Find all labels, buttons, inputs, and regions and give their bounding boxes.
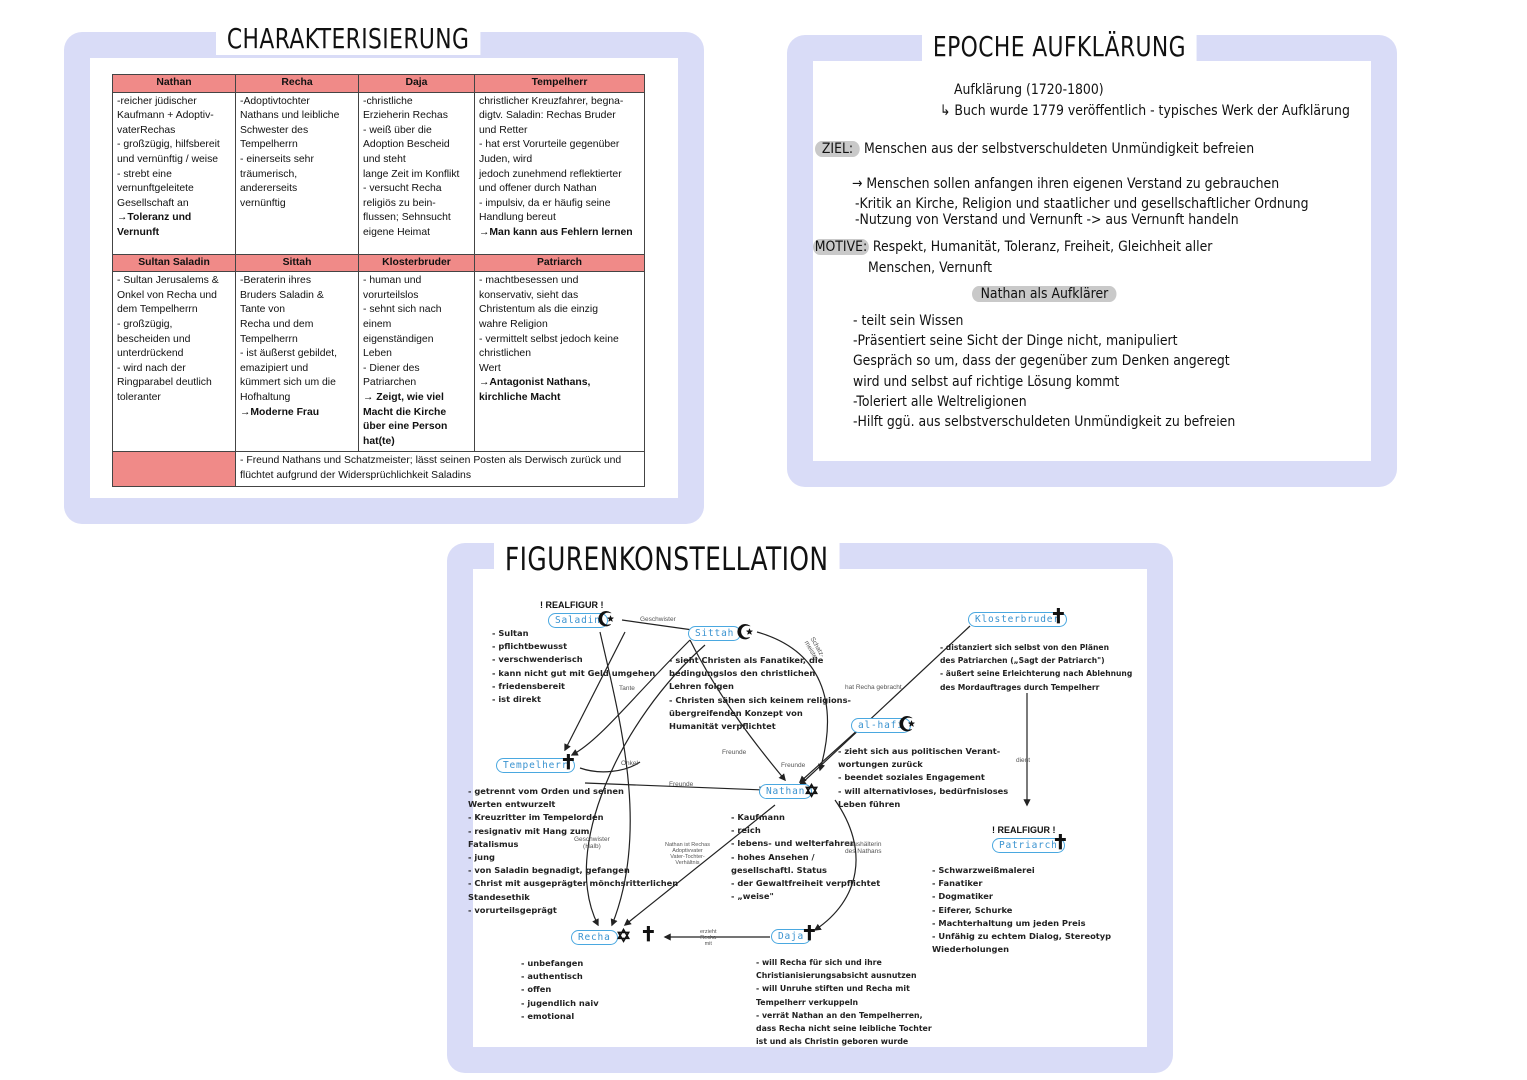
saladin-notes: - Sultan - pflichtbewusst - verschwender… <box>492 628 656 705</box>
cell-daja: -christliche Erzieherin Rechas - weiß üb… <box>358 91 475 255</box>
rel-geschwister: Geschwister <box>640 616 676 623</box>
node-saladin[interactable]: Saladin <box>548 613 608 628</box>
epoch-period: Aufklärung (1720-1800) <box>954 82 1104 98</box>
crescent-star-icon: ☪ <box>597 609 615 631</box>
header-klosterbruder: Klosterbruder <box>358 253 475 273</box>
rel-nathan-recha: Nathan ist Rechas Adoptivvater Vater-Toc… <box>665 842 710 866</box>
goal-text: Menschen aus der selbstverschuldeten Unm… <box>863 141 1255 157</box>
cell-klosterbruder: - human und vorurteilslos - sehnt sich n… <box>358 271 475 453</box>
patriarch-realfigur-label: ! REALFIGUR ! <box>992 825 1056 835</box>
cell-alhafi: - Freund Nathans und Schatzmeister; läss… <box>235 451 645 487</box>
crescent-star-icon: ☪ <box>898 714 916 736</box>
nathan-point-6: -Hilft ggü. aus selbstverschuldeten Unmü… <box>853 414 1236 430</box>
rel-erzieht-recha: erzieht Recha mit <box>700 929 717 947</box>
epoch-bullet-3: -Nutzung von Verstand und Vernunft -> au… <box>855 212 1239 228</box>
node-nathan[interactable]: Nathan <box>759 784 813 799</box>
header-daja: Daja <box>358 74 475 93</box>
node-alhafi[interactable]: al-hafi <box>851 718 911 733</box>
node-sittah[interactable]: Sittah <box>688 626 742 641</box>
cross-icon: ✝ <box>640 924 657 946</box>
epoch-bullet-1: → Menschen sollen anfangen ihren eigenen… <box>852 176 1280 192</box>
patriarch-notes: - Schwarzweißmalerei - Fanatiker - Dogma… <box>932 865 1112 955</box>
epoch-title: EPOCHE AUFKLÄRUNG <box>922 30 1197 63</box>
epoch-bullet-2: -Kritik an Kirche, Religion und staatlic… <box>855 196 1309 212</box>
alhafi-notes: - zieht sich aus politischen Verant- wor… <box>838 746 1009 809</box>
rel-onkel: Onkel <box>621 760 638 767</box>
cell-recha: -Adoptivtochter Nathans und leibliche Sc… <box>235 91 359 255</box>
nathan-point-2: -Präsentiert seine Sicht der Dinge nicht… <box>853 333 1178 349</box>
recha-notes: - unbefangen - authentisch - offen - jug… <box>521 958 599 1021</box>
header-nathan: Nathan <box>112 74 236 93</box>
rel-hat-recha-gebracht: hat Recha gebracht <box>845 684 902 691</box>
rel-dient: dient <box>1016 757 1031 764</box>
cell-alhafi-header <box>112 451 236 487</box>
nathan-point-4: wird und selbst auf richtige Lösung komm… <box>853 374 1120 390</box>
tempelherr-notes: - getrennt vom Orden und seinen Werten e… <box>468 786 679 915</box>
epoch-goal: ZIEL: Menschen aus der selbstverschuldet… <box>815 141 1254 157</box>
cross-icon: ✝ <box>560 752 577 774</box>
header-saladin: Sultan Saladin <box>112 253 236 273</box>
rel-freunde-2: Freunde <box>781 762 806 769</box>
nathan-notes: - Kaufmann - reich - lebens- und welterf… <box>731 812 881 902</box>
nathan-point-1: - teilt sein Wissen <box>853 313 964 329</box>
nathan-point-5: -Toleriert alle Weltreligionen <box>853 394 1027 410</box>
rel-freunde-3: Freunde <box>669 781 694 788</box>
node-tempelherr[interactable]: Tempelherr <box>496 758 576 773</box>
characterization-title: CHARAKTERISIERUNG <box>216 22 481 55</box>
cross-icon: ✝ <box>1052 832 1069 854</box>
cell-patriarch: - machtbesessen und konservativ, sieht d… <box>474 271 645 453</box>
motive-text: Respekt, Humanität, Toleranz, Freiheit, … <box>872 239 1213 255</box>
rel-freunde-1: Freunde <box>722 749 747 756</box>
saladin-realfigur-label: ! REALFIGUR ! <box>540 600 604 610</box>
nathan-point-3: Gespräch so um, dass der gegenüber zum D… <box>853 353 1230 369</box>
header-patriarch: Patriarch <box>474 253 645 273</box>
node-patriarch[interactable]: Patriarch <box>992 838 1065 853</box>
cell-nathan: -reicher jüdischer Kaufmann + Adoptiv- v… <box>112 91 236 255</box>
cell-saladin: - Sultan Jerusalems & Onkel von Recha un… <box>112 271 236 453</box>
figures-title: FIGURENKONSTELLATION <box>494 540 840 578</box>
epoch-motives: MOTIVE: Respekt, Humanität, Toleranz, Fr… <box>813 239 1212 255</box>
crescent-star-icon: ☪ <box>736 622 754 644</box>
epoch-motives-2: Menschen, Vernunft <box>868 260 993 276</box>
star-of-david-icon: ✡ <box>616 926 632 946</box>
sittah-notes: - sieht Christen als Fanatiker, die bedi… <box>669 655 851 732</box>
characterization-table: Nathan Recha Daja Tempelherr -reicher jü… <box>112 74 645 487</box>
epoch-panel <box>815 63 1369 459</box>
nathan-heading: Nathan als Aufklärer <box>972 286 1117 302</box>
rel-haushaelterin: Haushälterin des Nathans <box>845 841 882 855</box>
motive-label: MOTIVE: <box>813 239 869 255</box>
node-klosterbruder[interactable]: Klosterbruder <box>968 612 1067 627</box>
goal-label: ZIEL: <box>815 141 861 157</box>
daja-notes: - will Recha für sich und ihre Christian… <box>756 958 932 1047</box>
header-recha: Recha <box>235 74 359 93</box>
rel-tante: Tante <box>619 685 635 692</box>
cross-icon: ✝ <box>801 923 818 945</box>
klosterbruder-notes: - distanziert sich selbst von den Plänen… <box>940 643 1133 692</box>
node-daja[interactable]: Daja <box>771 929 812 944</box>
cross-icon: ✝ <box>1050 606 1067 628</box>
node-recha[interactable]: Recha <box>571 930 618 945</box>
header-sittah: Sittah <box>235 253 359 273</box>
star-of-david-icon: ✡ <box>804 781 820 801</box>
rel-geschwister-halb: Geschwister (Halb) <box>574 836 610 850</box>
cell-tempelherr: christlicher Kreuzfahrer, begna- digtv. … <box>474 91 645 255</box>
header-tempelherr: Tempelherr <box>474 74 645 93</box>
epoch-book-note: ↳ Buch wurde 1779 veröffentlich - typisc… <box>940 103 1350 119</box>
cell-sittah: -Beraterin ihres Bruders Saladin & Tante… <box>235 271 359 453</box>
